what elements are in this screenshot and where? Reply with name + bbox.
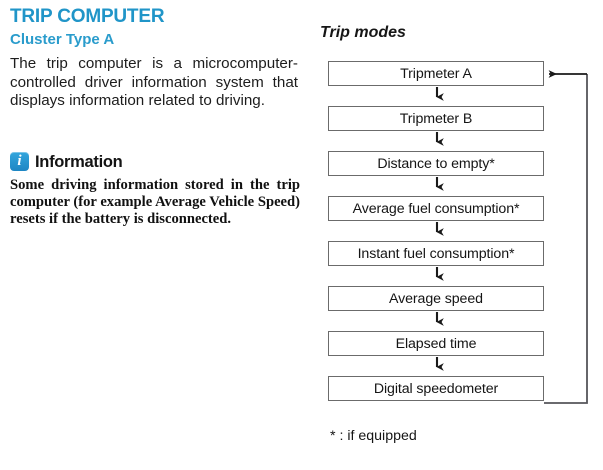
intro-paragraph: The trip computer is a microcomputer-con… <box>10 55 298 109</box>
page-subtitle: Cluster Type A <box>10 31 115 48</box>
info-icon: i <box>10 152 29 171</box>
page-title: TRIP COMPUTER <box>10 6 165 27</box>
trip-modes-flowchart: Trip modes Tripmeter A Tripmeter <box>318 24 603 464</box>
flow-step-distance-to-empty[interactable]: Distance to empty* <box>328 151 544 176</box>
flowchart-heading: Trip modes <box>320 24 406 41</box>
information-label: Information <box>35 152 123 171</box>
loopback-line <box>544 74 588 404</box>
flow-step-tripmeter-a[interactable]: Tripmeter A <box>328 61 544 86</box>
flow-step-tripmeter-b[interactable]: Tripmeter B <box>328 106 544 131</box>
information-body-text: Some driving information stored in the t… <box>10 177 300 228</box>
flow-step-instant-fuel-consumption[interactable]: Instant fuel consumption* <box>328 241 544 266</box>
information-note: i Information Some driving information s… <box>10 150 302 229</box>
information-header: i Information <box>10 150 302 173</box>
flowchart-connectors <box>435 70 588 404</box>
flow-step-average-speed[interactable]: Average speed <box>328 286 544 311</box>
left-text-column: TRIP COMPUTER Cluster Type A The trip co… <box>10 6 300 111</box>
flow-step-digital-speedometer[interactable]: Digital speedometer <box>328 376 544 401</box>
flowchart-footnote: * : if equipped <box>330 428 417 444</box>
flow-step-average-fuel-consumption[interactable]: Average fuel consumption* <box>328 196 544 221</box>
flow-step-elapsed-time[interactable]: Elapsed time <box>328 331 544 356</box>
info-icon-glyph: i <box>17 152 22 169</box>
